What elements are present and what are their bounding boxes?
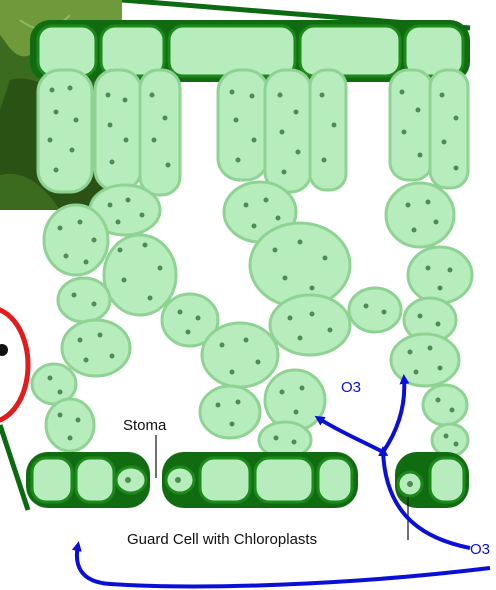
stoma-label: Stoma: [123, 417, 167, 434]
ozone-arrow-up: [383, 378, 404, 452]
callout-circle: [0, 308, 28, 422]
guard-cell-label: Guard Cell with Chloroplasts: [127, 531, 317, 548]
ozone-outside-label: O3: [470, 541, 490, 558]
spongy-mesophyll-cells: [32, 182, 472, 458]
ozone-arrow-left: [318, 418, 383, 452]
outline-line-bottom: [0, 425, 28, 510]
ozone-inside-label: O3: [341, 379, 361, 396]
ozone-arrow-outer: [77, 545, 490, 586]
